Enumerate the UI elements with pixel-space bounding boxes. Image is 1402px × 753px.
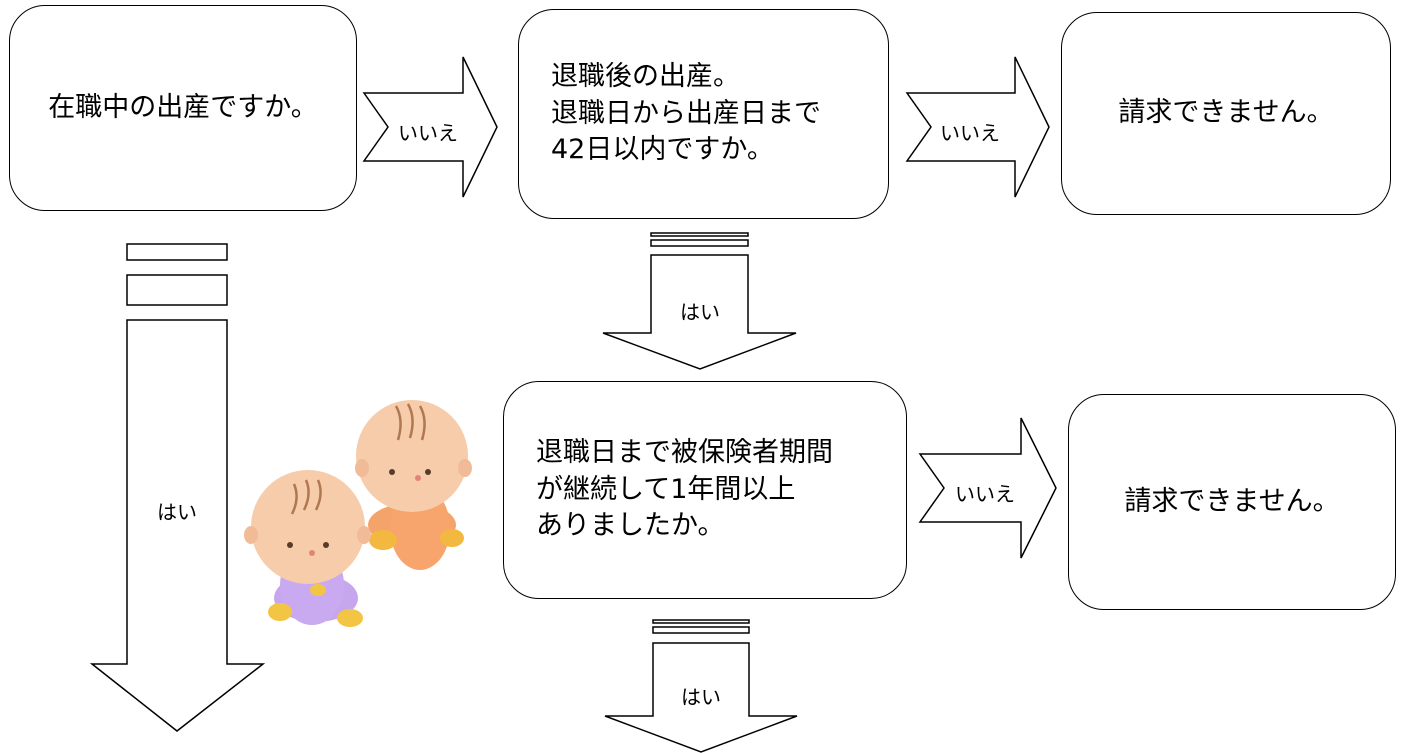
- result-box-cannot-claim-2: 請求できません。: [1068, 394, 1396, 610]
- arrow-label-yes-mid2: はい: [681, 685, 721, 709]
- baby-orange: [355, 400, 472, 570]
- arrow-label-yes-left: はい: [157, 500, 197, 524]
- arrow-label-no-3: いいえ: [955, 482, 1015, 506]
- arrow-down-mid1: [602, 254, 797, 370]
- baby-purple: [244, 470, 371, 627]
- arrow-down-mid1-bar2: [650, 239, 749, 247]
- question-text: 退職日まで被保険者期間 が継続して1年間以上 ありましたか。: [536, 437, 833, 542]
- arrow-down-left: [89, 319, 266, 732]
- arrow-label-no-2: いいえ: [940, 121, 1000, 145]
- question-box-employed-birth: 在職中の出産ですか。: [9, 5, 357, 211]
- result-box-cannot-claim-1: 請求できません。: [1061, 12, 1391, 215]
- arrow-down-left-bar1: [126, 243, 228, 261]
- arrow-down-mid2-bar1: [652, 619, 750, 624]
- arrow-down-mid1-bar1: [650, 232, 749, 237]
- question-text: 退職後の出産。 退職日から出産日まで 42日以内ですか。: [551, 61, 821, 166]
- arrow-down-left-bar2: [126, 274, 228, 306]
- question-text: 在職中の出産ですか。: [48, 91, 318, 123]
- arrow-down-mid2-bar2: [652, 626, 750, 634]
- result-text: 請求できません。: [1118, 97, 1334, 129]
- question-box-insured-period: 退職日まで被保険者期間 が継続して1年間以上 ありましたか。: [503, 381, 907, 599]
- babies-illustration: [244, 400, 472, 627]
- arrow-down-mid2: [604, 642, 798, 753]
- arrow-label-no-1: いいえ: [398, 121, 458, 145]
- arrow-right-1: [362, 56, 498, 198]
- arrow-label-yes-mid1: はい: [680, 300, 720, 324]
- arrow-right-2: [905, 56, 1050, 198]
- arrow-right-3: [918, 417, 1057, 559]
- result-text: 請求できません。: [1124, 485, 1340, 517]
- question-box-after-retirement: 退職後の出産。 退職日から出産日まで 42日以内ですか。: [518, 9, 889, 219]
